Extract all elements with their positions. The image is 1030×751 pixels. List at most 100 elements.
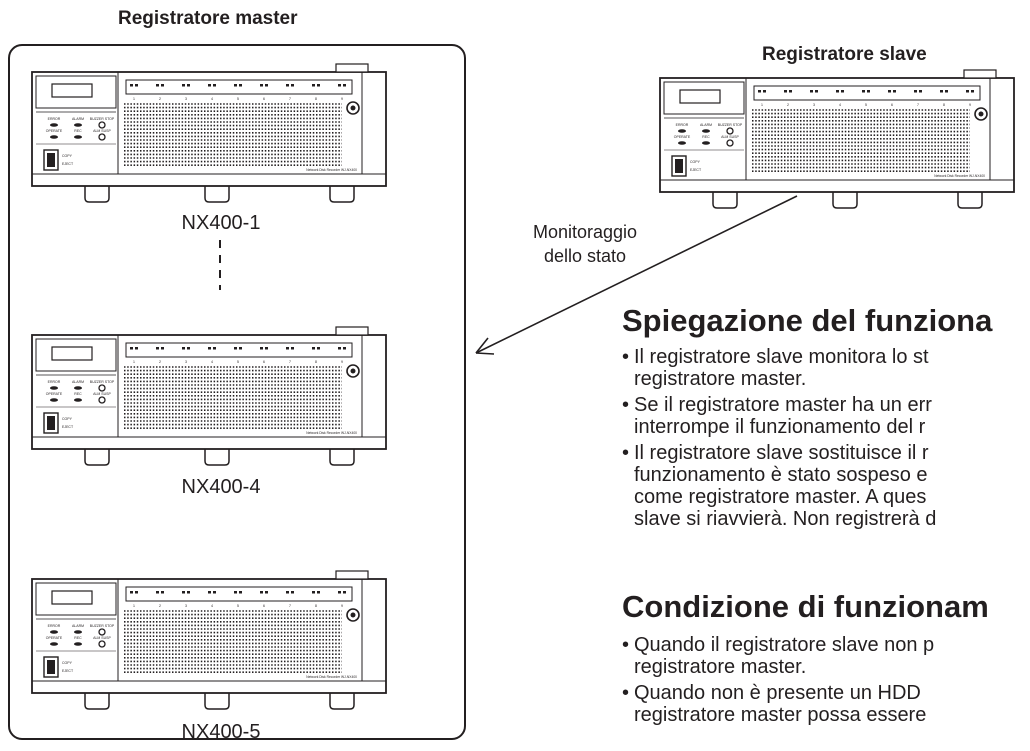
status-label: OPERATE xyxy=(674,135,691,139)
ellipsis-connector xyxy=(219,240,221,290)
channel-number: 8 xyxy=(943,103,945,107)
bullet-item: Quando il registratore slave non p regis… xyxy=(622,634,934,678)
status-led xyxy=(50,386,58,390)
channel-led xyxy=(888,90,891,93)
eject-label: EJECT xyxy=(62,162,74,166)
channel-led xyxy=(260,84,263,87)
channel-led xyxy=(312,347,315,350)
channel-led xyxy=(213,591,216,594)
channel-led xyxy=(291,591,294,594)
section-bullets-condition: Quando il registratore slave non p regis… xyxy=(622,634,934,730)
channel-led xyxy=(135,591,138,594)
copy-port-inner xyxy=(47,660,55,674)
channel-led xyxy=(161,591,164,594)
status-led xyxy=(74,642,82,646)
status-led xyxy=(74,630,82,634)
channel-number: 2 xyxy=(159,360,161,364)
copy-label: COPY xyxy=(62,154,73,158)
device-top-tray xyxy=(335,63,369,73)
channel-led xyxy=(265,591,268,594)
channel-number: 1 xyxy=(761,103,763,107)
bullet-text: Il registratore slave sostituisce il r f… xyxy=(634,442,937,530)
bullet-item: Quando non è presente un HDD registrator… xyxy=(622,682,934,726)
status-led xyxy=(74,123,82,127)
channel-led xyxy=(130,347,133,350)
channel-number: 2 xyxy=(159,97,161,101)
channel-led xyxy=(317,591,320,594)
status-label: BUZZER STOP xyxy=(718,123,743,127)
status-label: ALM SUSP xyxy=(93,129,111,133)
device-lcd xyxy=(679,89,721,104)
status-label: BUZZER STOP xyxy=(90,624,115,628)
status-led xyxy=(74,398,82,402)
status-label: OPERATE xyxy=(46,636,63,640)
alm-susp-button xyxy=(98,640,106,648)
status-label: ALARM xyxy=(72,624,84,628)
channel-led xyxy=(343,591,346,594)
device-foot xyxy=(957,192,983,209)
section-heading-explanation: Spiegazione del funziona xyxy=(622,303,993,338)
status-label: ALARM xyxy=(72,380,84,384)
status-label: ALM SUSP xyxy=(721,135,739,139)
front-lock-core xyxy=(350,105,356,111)
device-foot xyxy=(84,186,110,203)
alm-susp-button xyxy=(726,139,734,147)
channel-led xyxy=(208,347,211,350)
status-led xyxy=(702,141,710,145)
channel-led xyxy=(208,591,211,594)
front-lock-core xyxy=(978,111,984,117)
channel-led xyxy=(966,90,969,93)
channel-number: 1 xyxy=(133,97,135,101)
device-foot xyxy=(204,449,230,466)
channel-led xyxy=(161,84,164,87)
arrow-label-line-1: Monitoraggio xyxy=(532,222,638,242)
status-led xyxy=(50,642,58,646)
eject-label: EJECT xyxy=(62,425,74,429)
status-label: REC xyxy=(74,392,82,396)
channel-led xyxy=(338,84,341,87)
channel-led xyxy=(291,347,294,350)
status-label: ERROR xyxy=(48,380,61,384)
slave-group-title: Registratore slave xyxy=(762,44,927,65)
status-led xyxy=(74,135,82,139)
channel-number: 5 xyxy=(237,97,239,101)
channel-number: 6 xyxy=(263,360,265,364)
channel-led xyxy=(286,347,289,350)
status-label: ALM SUSP xyxy=(93,392,111,396)
channel-led xyxy=(156,84,159,87)
status-label: ERROR xyxy=(48,117,61,121)
channel-led xyxy=(187,591,190,594)
bullet-text: Il registratore slave monitora lo st reg… xyxy=(634,346,929,390)
status-label: ERROR xyxy=(676,123,689,127)
channel-number: 3 xyxy=(185,360,187,364)
status-label: BUZZER STOP xyxy=(90,380,115,384)
channel-led xyxy=(156,591,159,594)
device-foot xyxy=(204,693,230,710)
buzzer-stop-button xyxy=(726,127,734,135)
channel-led xyxy=(135,347,138,350)
channel-number: 1 xyxy=(133,360,135,364)
channel-led xyxy=(893,90,896,93)
channel-led xyxy=(343,347,346,350)
status-led xyxy=(678,129,686,133)
channel-led xyxy=(945,90,948,93)
channel-led xyxy=(312,591,315,594)
bullet-text: Se il registratore master ha un err inte… xyxy=(634,394,932,438)
channel-led xyxy=(758,90,761,93)
channel-led xyxy=(836,90,839,93)
status-label: ERROR xyxy=(48,624,61,628)
channel-led xyxy=(135,84,138,87)
model-text: Network Disk Recorder WJ-NX400 xyxy=(306,431,357,435)
channel-led xyxy=(234,591,237,594)
status-label: ALARM xyxy=(700,123,712,127)
copy-port-inner xyxy=(675,159,683,173)
copy-port-inner xyxy=(47,153,55,167)
channel-number: 3 xyxy=(813,103,815,107)
channel-led xyxy=(182,84,185,87)
eject-label: EJECT xyxy=(62,669,74,673)
master-group-title: Registratore master xyxy=(118,8,298,29)
channel-number: 9 xyxy=(969,103,971,107)
channel-led xyxy=(234,347,237,350)
channel-number: 4 xyxy=(211,97,213,101)
